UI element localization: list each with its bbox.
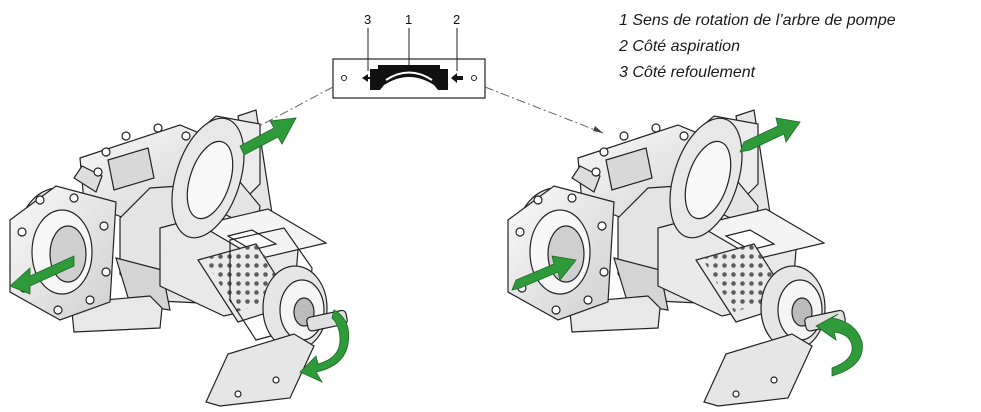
plate-callout-2: 2 [453,12,461,27]
flow-arrows-right [511,117,863,377]
plate-callout-1: 1 [405,12,413,27]
inlet-arrow-icon [451,73,463,83]
legend-text: Côté aspiration [632,38,740,55]
direction-plate [332,28,486,99]
rotation-arrow-icon [299,309,350,383]
outlet-arrow-icon [362,74,374,82]
legend-number: 1 [619,12,628,29]
legend-item: 2 Côté aspiration [619,34,979,60]
inlet-flow-arrow-icon [239,117,297,156]
rotation-symbol [370,65,448,90]
outlet-flow-arrow-icon [9,255,75,295]
inlet-flow-arrow-icon [511,255,577,291]
legend-text: Sens de rotation de l’arbre de pompe [632,12,896,29]
pump-right [507,109,846,407]
legend-item: 1 Sens de rotation de l’arbre de pompe [619,8,979,34]
legend: 1 Sens de rotation de l’arbre de pompe 2… [619,8,979,86]
rotation-arrow-icon [815,313,863,377]
plate-callout-3: 3 [364,12,372,27]
legend-number: 2 [619,38,628,55]
leader-lines [232,86,604,141]
pump-left [9,109,348,407]
flow-arrows-left [9,117,350,383]
legend-number: 3 [619,64,628,81]
legend-item: 3 Côté refoulement [619,60,979,86]
legend-text: Côté refoulement [632,64,756,81]
outlet-flow-arrow-icon [739,117,801,153]
